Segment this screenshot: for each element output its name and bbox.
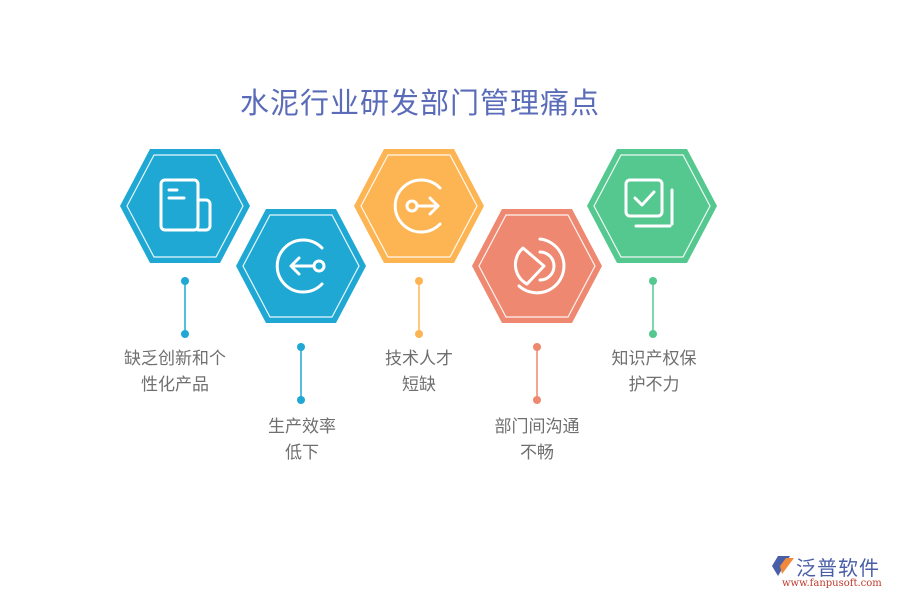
brand-name: 泛普软件 (796, 556, 880, 580)
hexagon-3 (354, 149, 484, 263)
brand-logo-icon (772, 556, 794, 576)
pie-chart-icon (513, 237, 566, 295)
brand-logo: 泛普软件 www.fanpusoft.com (768, 552, 893, 592)
page-title: 水泥行业研发部门管理痛点 (0, 80, 900, 122)
label-2-line2: 低下 (285, 443, 319, 463)
label-1-line2: 性化产品 (141, 375, 209, 395)
label-4-line1: 部门间沟通 (494, 417, 580, 437)
sign-in-arrow-icon (275, 238, 326, 294)
connector-2 (297, 343, 305, 404)
label-1: 缺乏创新和个 性化产品 (110, 346, 240, 398)
connector-3 (415, 277, 423, 338)
label-2-line1: 生产效率 (268, 417, 336, 437)
checkbox-stack-icon (624, 178, 674, 228)
hexagon-4 (472, 209, 602, 323)
sign-out-arrow-icon (393, 178, 442, 234)
connector-4 (533, 343, 541, 404)
label-3-line1: 技术人才 (385, 349, 453, 369)
label-4-line2: 不畅 (520, 443, 554, 463)
label-3-line2: 短缺 (402, 375, 436, 395)
hexagon-1 (120, 149, 250, 263)
hexagon-5 (587, 149, 717, 263)
label-4: 部门间沟通 不畅 (472, 414, 602, 466)
document-icon (159, 178, 212, 232)
label-2: 生产效率 低下 (237, 414, 367, 466)
brand-url: www.fanpusoft.com (782, 578, 882, 589)
hexagon-2 (236, 209, 366, 323)
label-5: 知识产权保 护不力 (589, 346, 719, 398)
connector-5 (649, 277, 657, 338)
label-3: 技术人才 短缺 (354, 346, 484, 398)
label-5-line2: 护不力 (628, 375, 680, 395)
label-1-line1: 缺乏创新和个 (124, 349, 226, 369)
label-5-line1: 知识产权保 (611, 349, 697, 369)
page-title-text: 水泥行业研发部门管理痛点 (239, 86, 600, 120)
connector-1 (181, 277, 189, 338)
